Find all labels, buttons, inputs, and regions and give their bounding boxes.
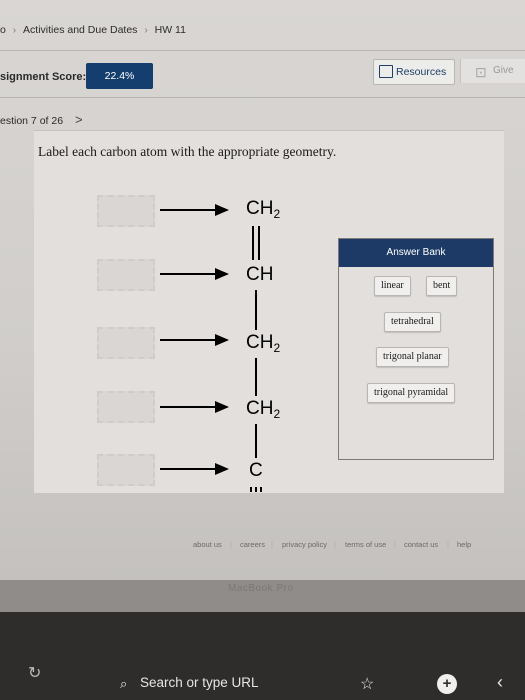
breadcrumb-activities[interactable]: Activities and Due Dates (23, 24, 138, 37)
answer-chip-tetrahedral[interactable]: tetrahedral (384, 312, 441, 332)
lone-pair-dot (260, 487, 262, 492)
drop-target-3[interactable] (97, 327, 155, 359)
divider (0, 97, 525, 98)
assignment-score-label: signment Score: (0, 71, 87, 83)
single-bond (255, 424, 257, 458)
bookmark-star-icon[interactable]: ☆ (360, 676, 375, 693)
chevron-right-icon: › (12, 24, 17, 36)
breadcrumb: o › Activities and Due Dates › HW 11 (0, 24, 186, 36)
single-bond (255, 290, 257, 330)
url-placeholder: Search or type URL (140, 675, 259, 690)
drop-target-2[interactable] (97, 259, 155, 291)
chevron-right-icon: › (144, 24, 148, 36)
double-bond (258, 226, 260, 260)
laptop-bezel-label: MacBook Pro (228, 583, 294, 594)
drop-target-5[interactable] (97, 454, 155, 486)
give-up-button[interactable]: ⊡ Give (460, 59, 525, 83)
answer-bank-title: Answer Bank (339, 239, 493, 267)
lone-pair-dot (250, 487, 252, 492)
url-bar[interactable]: Search or type URL (140, 675, 259, 690)
give-up-label: Give (493, 65, 514, 76)
footer-divider: | (230, 540, 232, 549)
question-counter: estion 7 of 26 (0, 115, 64, 127)
assignment-score-badge: 22.4% (86, 63, 153, 89)
drop-target-1[interactable] (97, 195, 155, 227)
arrow-icon (160, 463, 229, 475)
breadcrumb-current: HW 11 (154, 24, 186, 37)
carbon-atom-2: CH (246, 264, 274, 285)
carbon-atom-4: CH2 (246, 398, 281, 421)
arrow-icon (160, 401, 229, 413)
next-question-button[interactable]: > (75, 112, 83, 127)
answer-bank: Answer Bank (338, 238, 494, 460)
answer-chip-trigonal-planar[interactable]: trigonal planar (376, 347, 449, 367)
back-arrow-icon[interactable]: ‹ (497, 672, 503, 692)
answer-chip-bent[interactable]: bent (426, 276, 458, 296)
arrow-icon (160, 204, 229, 216)
footer-divider: | (447, 540, 449, 549)
footer-link-contact[interactable]: contact us (404, 540, 439, 549)
new-tab-plus-icon[interactable]: + (437, 674, 457, 694)
answer-chip-linear[interactable]: linear (374, 276, 411, 296)
resources-label: Resources (396, 66, 447, 78)
carbon-atom-1: CH2 (246, 198, 281, 221)
give-up-icon: ⊡ (475, 64, 487, 80)
resources-button[interactable]: Resources (373, 59, 455, 85)
assignment-page: o › Activities and Due Dates › HW 11 sig… (0, 0, 525, 580)
reload-icon[interactable]: ↻ (28, 665, 42, 682)
footer-link-careers[interactable]: careers (240, 540, 266, 549)
single-bond (255, 358, 257, 396)
footer-divider: | (394, 540, 396, 549)
footer-link-privacy[interactable]: privacy policy (282, 540, 328, 549)
footer-divider: | (334, 540, 336, 549)
search-icon: ⌕ (120, 676, 128, 691)
carbon-atom-3: CH2 (246, 332, 281, 355)
arrow-icon (160, 268, 229, 280)
answer-chip-trigonal-pyramidal[interactable]: trigonal pyramidal (367, 383, 456, 403)
drop-target-4[interactable] (97, 391, 155, 423)
footer-divider: | (271, 540, 273, 549)
footer-link-help[interactable]: help (457, 540, 472, 549)
question-prompt: Label each carbon atom with the appropri… (38, 144, 337, 159)
lone-pair-dot (255, 487, 257, 492)
double-bond (252, 226, 254, 260)
breadcrumb-root[interactable]: o (0, 24, 6, 37)
carbon-atom-5: C (249, 460, 263, 481)
footer-link-about[interactable]: about us (193, 540, 222, 549)
divider (0, 50, 525, 51)
resources-icon (379, 65, 393, 78)
footer-link-terms[interactable]: terms of use (345, 540, 387, 549)
arrow-icon (160, 334, 229, 346)
